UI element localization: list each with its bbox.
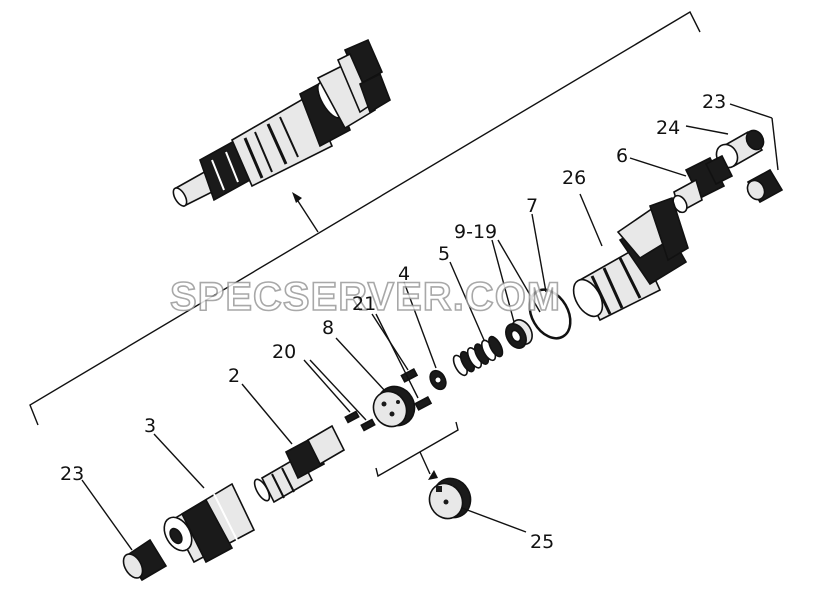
- part-6-connector: [629, 154, 734, 214]
- label-23-bottom: 23: [60, 463, 84, 485]
- label-25: 25: [530, 531, 554, 553]
- part-5-spring: [449, 261, 504, 377]
- label-4: 4: [398, 263, 410, 285]
- part-9-19-shims: [491, 239, 541, 349]
- part-4-spring-seat: [403, 281, 447, 391]
- part-21-pins: [371, 313, 433, 411]
- label-9-19: 9-19: [454, 221, 497, 243]
- sub-bracket-25: [375, 421, 459, 480]
- label-23-top: 23: [702, 91, 726, 113]
- label-6: 6: [616, 145, 628, 167]
- label-21: 21: [352, 293, 376, 315]
- label-7: 7: [526, 195, 538, 217]
- label-5: 5: [438, 243, 450, 265]
- part-2-nozzle: [241, 383, 346, 504]
- part-8-plate: [335, 337, 416, 428]
- part-26-body: [572, 193, 689, 322]
- label-20: 20: [272, 341, 296, 363]
- label-2: 2: [228, 365, 240, 387]
- assembled-injector: [172, 38, 391, 208]
- assembly-bracket: [29, 11, 701, 426]
- part-23-cap-bottom: [81, 479, 168, 582]
- part-3-nut: [153, 433, 256, 564]
- part-20-pins: [303, 359, 376, 432]
- part-24-sleeve: [685, 125, 765, 169]
- label-3: 3: [144, 415, 156, 437]
- part-7-o-ring: [528, 213, 572, 340]
- part-23-cap-top: [729, 103, 784, 204]
- watermark-text: SPECSERVER.COM: [170, 275, 561, 319]
- label-26: 26: [562, 167, 586, 189]
- part-25-plate: [428, 477, 527, 533]
- label-8: 8: [322, 317, 334, 339]
- label-24: 24: [656, 117, 680, 139]
